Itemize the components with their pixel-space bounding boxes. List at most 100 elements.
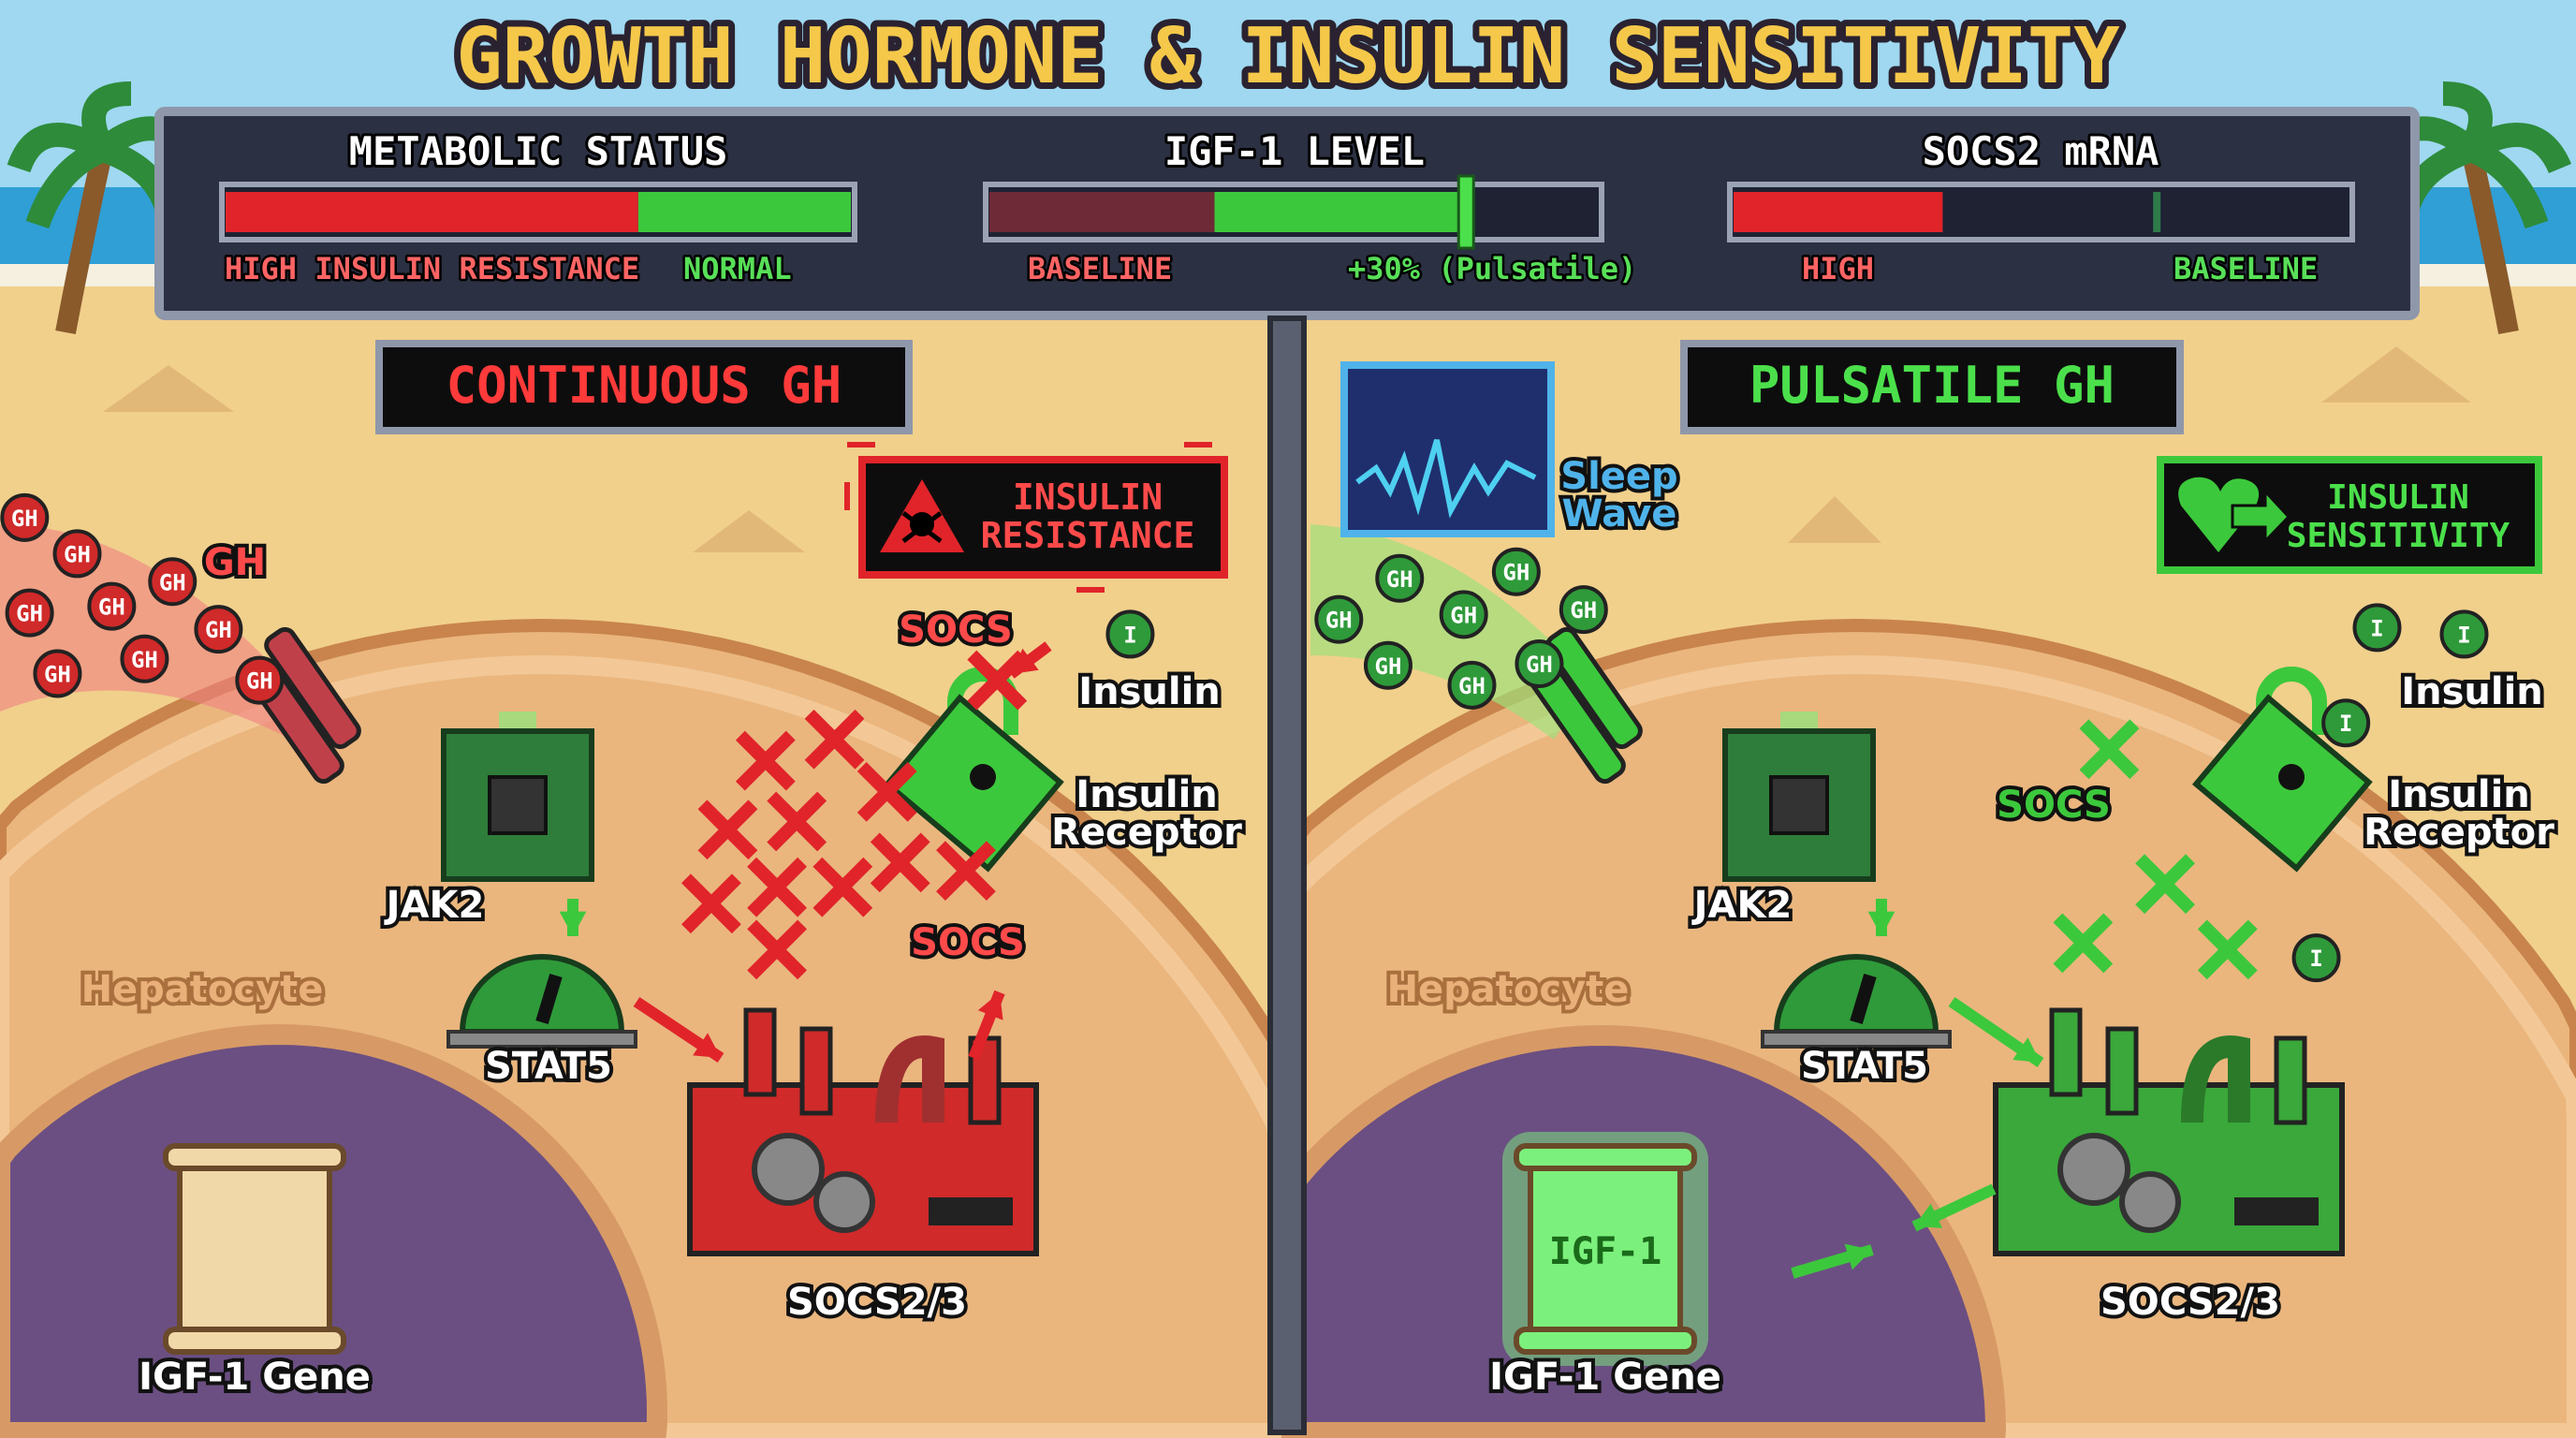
metabolic-right-label: NORMAL	[683, 251, 792, 286]
x-stroke	[2079, 719, 2140, 780]
x-mark-icon	[804, 709, 865, 770]
sensitivity-line1: INSULIN	[2327, 478, 2469, 517]
gh-molecule-body	[1515, 639, 1564, 689]
x-stroke	[697, 800, 758, 860]
x-mark-icon	[747, 857, 808, 917]
igf1-scroll-text: IGF-1	[1549, 1230, 1661, 1273]
gear-icon	[752, 1133, 825, 1206]
gh-molecule-text: GH	[1458, 673, 1486, 699]
socs-factory-icon	[1993, 1007, 2345, 1256]
gh-molecule-text: GH	[246, 668, 273, 695]
x-mark-icon	[2053, 913, 2114, 974]
insulin-molecule-text: I	[2370, 615, 2383, 641]
igf1-right-label: +30% (Pulsatile)	[1348, 251, 1636, 286]
metabolic-status-bar	[219, 182, 857, 242]
gh-molecule-text: GH	[131, 647, 158, 673]
gh-molecule-body	[1447, 660, 1497, 710]
heart-arrow-icon	[2178, 477, 2291, 552]
gh-molecule-text: GH	[11, 506, 38, 532]
gh-molecule: GH	[1375, 553, 1425, 603]
sleep-label-line2: Wave	[1562, 492, 1677, 536]
igf1-gene-scroll-icon	[163, 1143, 346, 1355]
x-stroke	[856, 762, 917, 822]
scroll-paper	[177, 1157, 332, 1341]
gh-molecule: GH	[1447, 660, 1497, 710]
gh-molecule-body	[1375, 553, 1425, 603]
arrow-icon	[1911, 1183, 1997, 1232]
insulin-label: Insulin	[1078, 670, 1221, 713]
igf1-level-marker	[1456, 174, 1475, 250]
gh-molecule: GH	[194, 605, 243, 654]
hepatocyte-label: Hepatocyte	[81, 968, 324, 1011]
gh-molecule: GH	[1439, 590, 1488, 639]
cell-inner-ring	[0, 654, 1292, 1438]
arrow-icon	[968, 990, 1005, 1061]
alert-line1: INSULIN	[1013, 477, 1163, 518]
x-stroke	[735, 730, 796, 791]
igf1-gene-scroll-icon	[1502, 1132, 1708, 1366]
gh-molecule-body	[0, 492, 50, 542]
arrow-icon	[1948, 997, 2044, 1067]
gh-molecule: GH	[87, 581, 137, 631]
factory-chimney	[2049, 1007, 2083, 1097]
socs2-left-label: HIGH	[1802, 251, 1874, 286]
gear-icon	[2119, 1171, 2181, 1233]
gh-molecule: GH	[1515, 639, 1564, 689]
gh-molecule-text: GH	[1375, 653, 1402, 680]
chip-glow	[499, 712, 536, 730]
insulin-resistance-alert: INSULIN RESISTANCE	[844, 442, 1243, 593]
gh-molecule: GH	[52, 529, 102, 579]
dome-lever	[535, 973, 563, 1025]
gh-molecule-body	[33, 649, 82, 698]
gh-molecule: GH	[235, 655, 285, 705]
receptor-arm	[1545, 626, 1643, 750]
arrow-head	[1914, 1203, 1942, 1228]
gh-molecule: GH	[148, 557, 198, 607]
chip-core	[488, 775, 548, 835]
x-stroke	[2053, 913, 2114, 974]
gh-molecule-text: GH	[44, 662, 71, 688]
x-mark-icon	[967, 650, 1028, 711]
scroll-roll	[1514, 1143, 1697, 1171]
receptor-arm	[264, 626, 361, 750]
gh-molecule-text: GH	[159, 569, 186, 595]
sand-dunes	[103, 346, 2471, 552]
gh-molecule-text: GH	[98, 594, 125, 621]
stat5-label: STAT5	[485, 1045, 612, 1088]
gear-icon	[813, 1171, 875, 1233]
x-mark-icon	[681, 873, 741, 934]
factory-window	[2234, 1197, 2319, 1225]
x-mark-icon	[747, 919, 808, 980]
x-mark-icon	[2135, 854, 2195, 915]
jak2-chip-icon	[1722, 712, 1876, 882]
arrow-head	[1867, 911, 1895, 936]
gh-molecule-body	[1314, 594, 1364, 644]
insulin-receptor-lock-icon	[2191, 667, 2373, 873]
insulin-molecule: I	[2321, 698, 2371, 748]
insulin-molecule: I	[2291, 933, 2341, 983]
keyhole	[970, 764, 996, 790]
insulin-molecule-text: I	[2309, 946, 2322, 972]
socs2-right-label: BASELINE	[2174, 251, 2318, 286]
gh-molecule: GH	[1559, 585, 1608, 635]
gh-molecule-text: GH	[1526, 652, 1553, 678]
arrow-head	[2012, 1037, 2041, 1063]
insulin-molecule-text: I	[1123, 622, 1136, 648]
stat5-dome-icon	[446, 954, 637, 1049]
insulin-molecule-body	[2439, 609, 2489, 659]
chip-glow	[1780, 712, 1818, 730]
arrow-head	[1844, 1243, 1872, 1270]
factory-label: SOCS2/3	[787, 1281, 967, 1324]
gh-molecule-body	[120, 634, 169, 683]
chip-core	[1769, 775, 1829, 835]
insulin-molecule-body	[1105, 609, 1155, 659]
igf1-level-bar	[983, 174, 1604, 250]
gh-molecule-body	[52, 529, 102, 579]
sleep-wave-icon	[1340, 361, 1555, 537]
gh-label: GH	[204, 541, 266, 584]
gh-molecule: GH	[0, 492, 50, 542]
socs-factory-icon	[687, 1007, 1039, 1256]
metabolic-status-title: METABOLIC STATUS	[349, 128, 728, 174]
gene-label: IGF-1 Gene	[1489, 1356, 1721, 1399]
